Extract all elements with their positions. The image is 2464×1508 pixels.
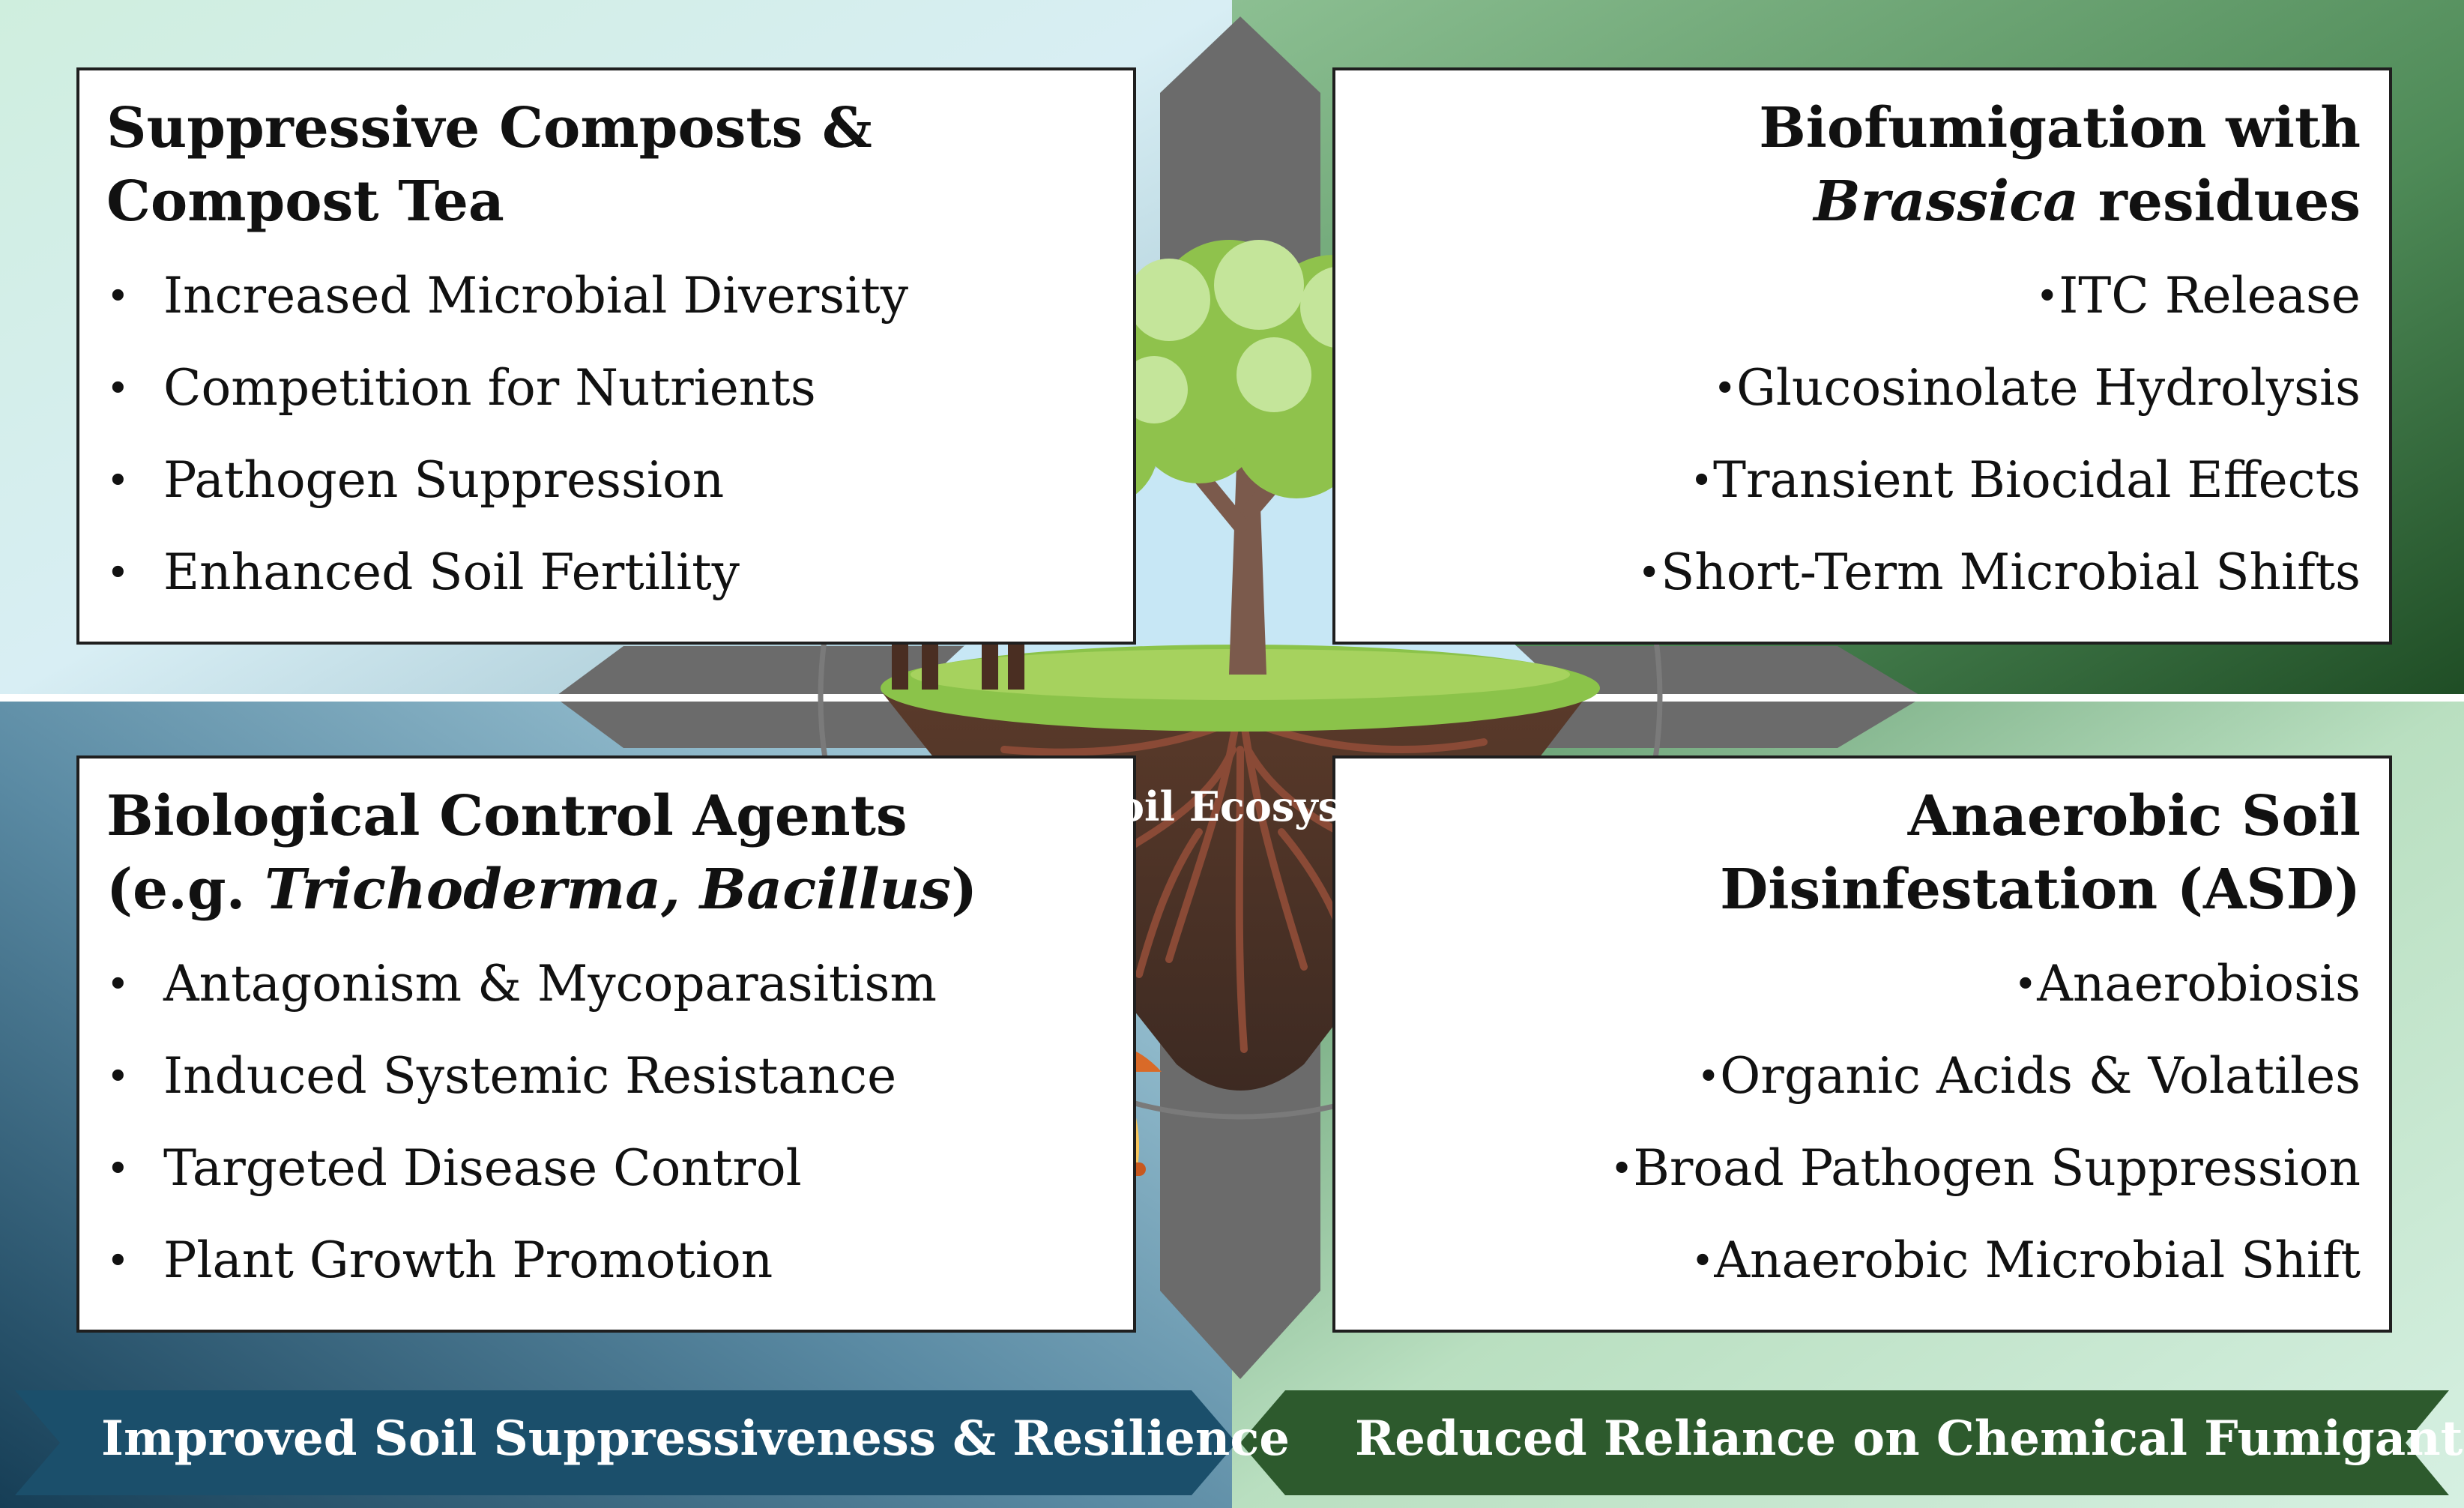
title-biological-control: Biological Control Agents (e.g. Trichode… [106, 779, 1111, 926]
list-item: Short-Term Microbial Shifts [1358, 527, 2361, 619]
title-line-1: Biofumigation with [1759, 96, 2361, 160]
title-suffix: ) [951, 857, 978, 922]
list-item: Anaerobic Microbial Shift [1358, 1215, 2361, 1307]
list-item: Induced Systemic Resistance [106, 1031, 1111, 1123]
title-prefix: (e.g. [106, 857, 265, 922]
list-item: ITC Release [1358, 250, 2361, 343]
title-biofumigation: Biofumigation with Brassica residues [1358, 91, 2361, 238]
list-item: Antagonism & Mycoparasitism [106, 938, 1111, 1031]
list-biological-control: Antagonism & Mycoparasitism Induced Syst… [106, 938, 1111, 1307]
banner-right-shape [1240, 1390, 2449, 1495]
list-item: Glucosinolate Hydrolysis [1358, 343, 2361, 435]
list-item: Pathogen Suppression [106, 435, 1111, 527]
list-biofumigation: ITC Release Glucosinolate Hydrolysis Tra… [1358, 250, 2361, 619]
box-biological-control: Biological Control Agents (e.g. Trichode… [76, 755, 1136, 1333]
title-italic-organisms: Trichoderma, Bacillus [265, 857, 952, 922]
list-item: Transient Biocidal Effects [1358, 435, 2361, 527]
list-item: Enhanced Soil Fertility [106, 527, 1111, 619]
list-item: Targeted Disease Control [106, 1123, 1111, 1215]
title-italic-brassica: Brassica [1814, 169, 2080, 234]
title-line-1: Biological Control Agents [106, 784, 908, 848]
soil-ecosystem-label: Soil Ecosystem [1088, 782, 1428, 830]
title-suppressive-composts: Suppressive Composts & Compost Tea [106, 91, 1111, 238]
box-suppressive-composts: Suppressive Composts & Compost Tea Incre… [76, 67, 1136, 645]
title-anaerobic-disinfestation: Anaerobic Soil Disinfestation (ASD) [1358, 779, 2361, 926]
title-line-2: Compost Tea [106, 169, 504, 234]
banner-left-shape [15, 1390, 1236, 1495]
list-suppressive-composts: Increased Microbial Diversity Competitio… [106, 250, 1111, 619]
list-item: Anaerobiosis [1358, 938, 2361, 1031]
box-biofumigation: Biofumigation with Brassica residues ITC… [1332, 67, 2392, 645]
title-line-2: Disinfestation (ASD) [1720, 857, 2361, 922]
list-anaerobic-disinfestation: Anaerobiosis Organic Acids & Volatiles B… [1358, 938, 2361, 1307]
box-anaerobic-disinfestation: Anaerobic Soil Disinfestation (ASD) Anae… [1332, 755, 2392, 1333]
list-item: Plant Growth Promotion [106, 1215, 1111, 1307]
title-line-1: Suppressive Composts & [106, 96, 872, 160]
list-item: Competition for Nutrients [106, 343, 1111, 435]
list-item: Broad Pathogen Suppression [1358, 1123, 2361, 1215]
banner-left-text: Improved Soil Suppressiveness & Resilien… [101, 1411, 1290, 1467]
title-line-1: Anaerobic Soil [1907, 784, 2361, 848]
list-item: Increased Microbial Diversity [106, 250, 1111, 343]
list-item: Organic Acids & Volatiles [1358, 1031, 2361, 1123]
banner-right-text: Reduced Reliance on Chemical Fumigants [1355, 1411, 2464, 1467]
title-line-2-rest: residues [2079, 169, 2361, 234]
